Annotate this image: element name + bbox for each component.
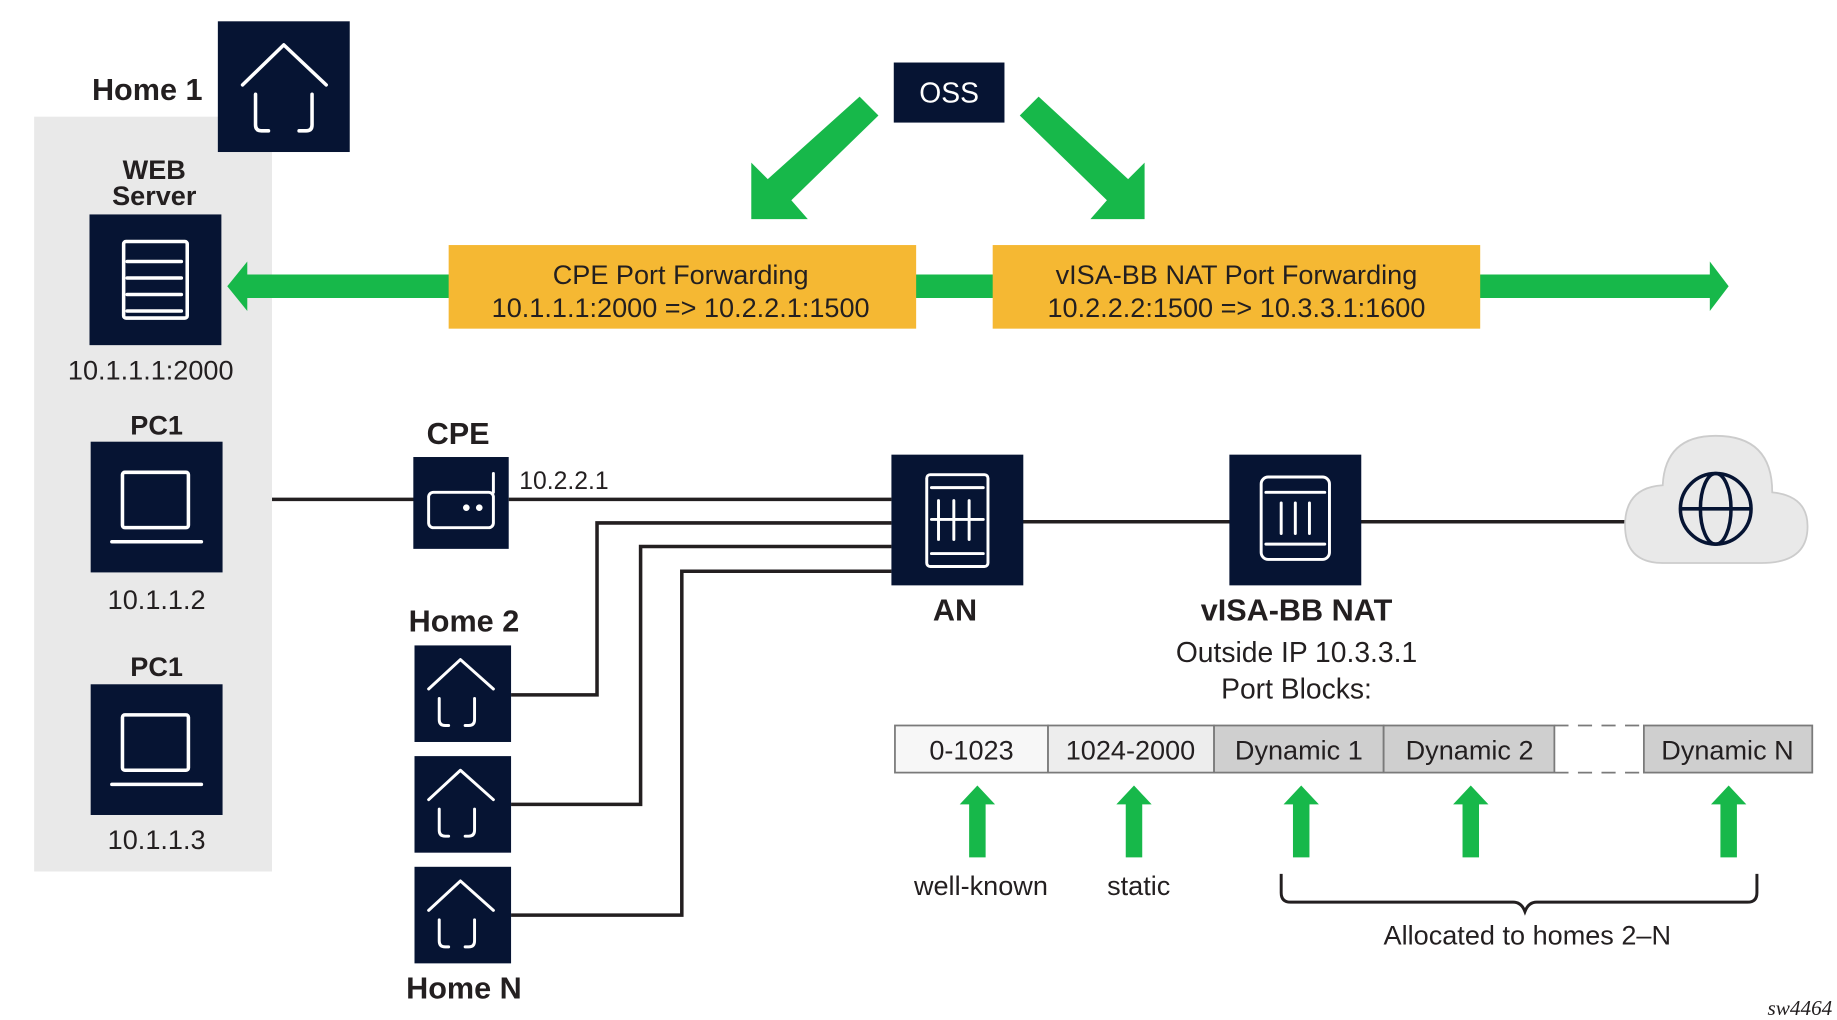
home3-house-icon [414,756,512,853]
laptop-icon [90,441,223,573]
nat-device-icon [1229,454,1362,586]
homeN-to-an-wire [511,569,892,917]
cpe-forwarding-rule: 10.1.1.1:2000 => 10.2.2.1:1500 [492,292,870,323]
home2-label: Home 2 [409,604,520,638]
server-icon [89,214,222,346]
home1-house-icon [217,21,350,153]
nat-outside-ip: Outside IP 10.3.3.1 [1176,636,1417,668]
port-block-dynamic-1: Dynamic 1 [1213,724,1385,774]
pc1-b-address: 10.1.1.3 [108,824,206,855]
forwarding-flow-arrow [227,261,1729,311]
up-arrow [1283,785,1319,858]
up-arrow [1453,785,1489,858]
oss-to-cpe-arrow [751,96,879,220]
access-node-icon [891,454,1024,586]
allocated-annotation: Allocated to homes 2–N [1384,920,1672,951]
well-known-annotation: well-known [913,870,1048,901]
cpe-forwarding-title: CPE Port Forwarding [553,259,809,290]
allocation-brace [1279,873,1759,916]
home2-house-icon [414,645,512,742]
nat-port-blocks-label: Port Blocks: [1221,672,1372,704]
homeN-label: Home N [406,972,522,1006]
globe-icon [1678,471,1753,546]
port-block-label: Dynamic 1 [1235,735,1363,766]
home3-to-an-wire [511,544,892,807]
web-server-label-line1: WEB [123,154,186,185]
figure-id: sw4464 [1768,996,1833,1020]
nat-label: vISA-BB NAT [1201,594,1393,628]
cpe-forwarding-box: CPE Port Forwarding 10.1.1.1:2000 => 10.… [448,245,917,329]
laptop-icon [90,684,223,815]
up-arrow [959,785,996,858]
oss-to-nat-arrow [1019,96,1145,220]
static-annotation: static [1107,870,1170,901]
up-arrow [1711,785,1747,858]
nat-forwarding-title: vISA-BB NAT Port Forwarding [1056,259,1418,290]
router-icon [413,457,509,549]
home1-label: Home 1 [92,73,203,107]
an-label: AN [933,594,977,628]
homeN-house-icon [414,866,512,964]
port-block-static: 1024-2000 [1047,724,1215,774]
port-block-dynamic-2: Dynamic 2 [1382,724,1556,774]
port-block-dynamic-n: Dynamic N [1642,724,1814,774]
pc1-a-address: 10.1.1.2 [108,584,206,615]
web-server-address: 10.1.1.1:2000 [68,354,234,385]
up-arrow [1116,785,1152,858]
port-block-label: 0-1023 [929,735,1013,766]
pc1-b-label: PC1 [130,651,183,682]
oss-box: OSS [893,62,1005,123]
cpe-label: CPE [427,417,490,451]
port-block-label: Dynamic N [1661,735,1793,766]
internet-cloud [1624,434,1809,564]
nat-forwarding-rule: 10.2.2.2:1500 => 10.3.3.1:1600 [1047,292,1425,323]
port-block-ellipsis-dashes [1554,724,1644,774]
home2-to-an-wire [511,521,892,697]
pc1-a-label: PC1 [130,410,183,441]
nat-forwarding-box: vISA-BB NAT Port Forwarding 10.2.2.2:150… [992,245,1481,329]
port-block-label: 1024-2000 [1066,735,1196,766]
oss-label: OSS [919,77,979,109]
port-block-well-known: 0-1023 [894,724,1049,774]
port-block-label: Dynamic 2 [1406,735,1534,766]
port-blocks: 0-1023 1024-2000 Dynamic 1 Dynamic 2 Dyn… [894,724,1814,774]
web-server-label-line2: Server [112,180,197,211]
cpe-address: 10.2.2.1 [519,468,608,495]
